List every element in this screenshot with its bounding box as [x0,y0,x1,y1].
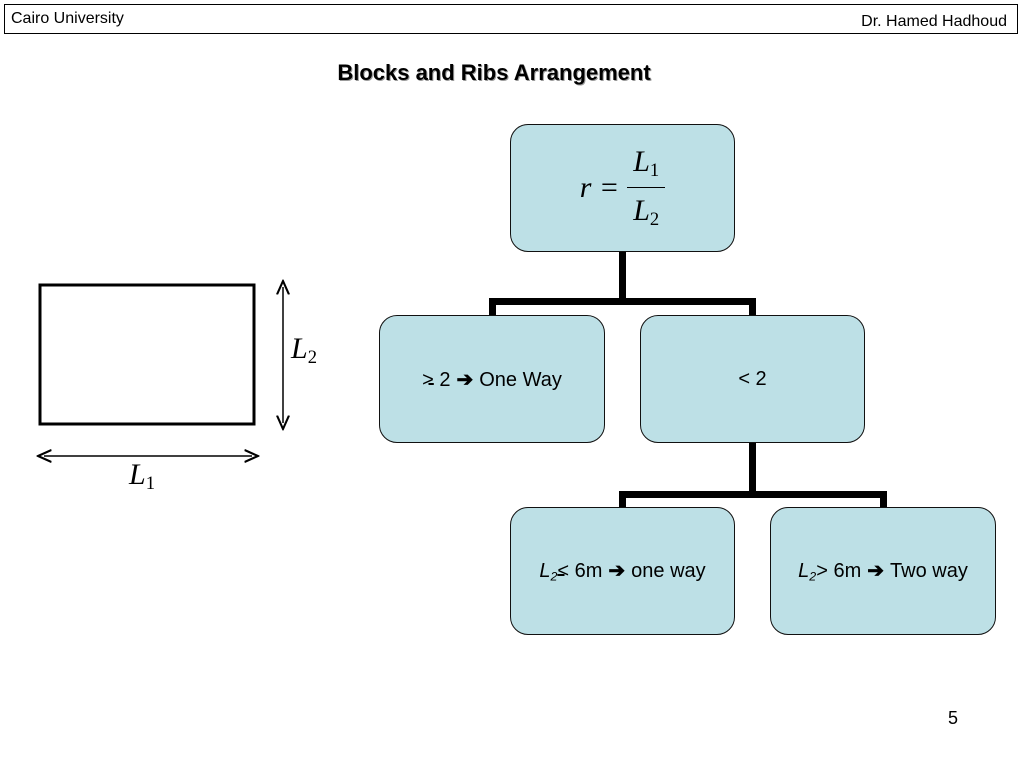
node-less-than-two: < 2 [640,315,865,443]
height-dimension-label: L2 [291,332,317,369]
formula-fraction: L1 L2 [627,145,666,230]
node-leaf-one-way: L2< 6m➔one way [510,507,735,635]
node-ratio-formula: r = L1 L2 [510,124,735,252]
connector-mid-stem [749,443,756,493]
formula-lhs: r = [579,171,620,204]
slide-title: Blocks and Ribs Arrangement [337,60,651,85]
header-author: Dr. Hamed Hadhoud [861,13,1007,30]
connector-mid-left-drop [619,491,626,508]
formula-denominator: L2 [633,193,660,230]
less-than-two-label: < 2 [738,367,767,390]
page-number: 5 [948,708,959,728]
arrow-right-icon: ➔ [456,368,474,391]
slab-panel-rectangle [38,283,256,426]
node-one-way: > 2➔One Way [379,315,605,443]
connector-root-left-drop [489,298,496,316]
connector-mid-right-drop [880,491,887,508]
width-dimension-label: L1 [129,458,155,495]
connector-root-stem [619,251,626,299]
ratio-formula: r = L1 L2 [579,145,666,230]
connector-root-right-drop [749,298,756,316]
header-bar: Cairo University Dr. Hamed Hadhoud [4,4,1018,34]
header-institution: Cairo University [11,10,124,27]
arrow-right-icon: ➔ [608,560,626,583]
connector-mid-bar [619,491,887,498]
arrow-right-icon: ➔ [867,560,885,583]
node-leaf-two-way: L2> 6m➔Two way [770,507,996,635]
leaf-one-way-condition: L2< 6m➔one way [539,560,706,584]
leaf-two-way-condition: L2> 6m➔Two way [798,560,968,584]
connector-root-bar [489,298,756,305]
one-way-condition: > 2➔One Way [422,368,562,391]
formula-numerator: L1 [627,145,666,188]
